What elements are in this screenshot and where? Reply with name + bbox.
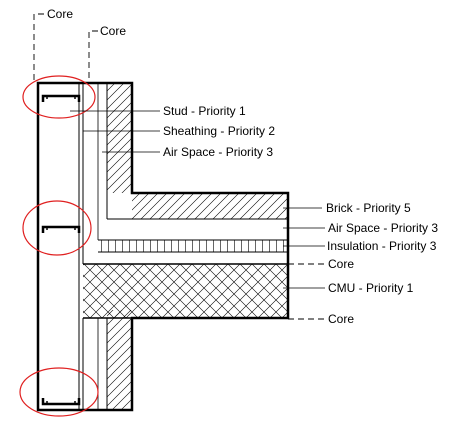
label-brick: Brick - Priority 5 <box>326 201 411 215</box>
highlight-ellipse-mid <box>22 200 92 256</box>
stud-channel-bottom <box>41 398 81 406</box>
highlight-ellipse-top <box>22 75 96 119</box>
leader-lines <box>70 110 325 289</box>
brick-hatch <box>107 83 288 410</box>
core-dashed-lines <box>33 13 324 320</box>
label-core-bottom: Core <box>328 312 354 326</box>
cmu-hatch <box>83 264 288 318</box>
highlight-ellipse-bottom <box>19 367 99 417</box>
label-air-space-2: Air Space - Priority 3 <box>328 221 438 235</box>
label-core-mid: Core <box>328 257 354 271</box>
label-stud: Stud - Priority 1 <box>163 104 246 118</box>
stud-channel-mid <box>41 225 81 233</box>
label-core-top-right: Core <box>100 24 126 38</box>
label-air-space-1: Air Space - Priority 3 <box>163 145 273 159</box>
label-cmu: CMU - Priority 1 <box>328 281 414 295</box>
stud-channel-top <box>41 94 81 102</box>
label-sheathing: Sheathing - Priority 2 <box>163 124 275 138</box>
label-core-top-left: Core <box>47 7 73 21</box>
label-insulation: Insulation - Priority 3 <box>327 239 437 253</box>
insulation-hatch <box>98 240 288 252</box>
